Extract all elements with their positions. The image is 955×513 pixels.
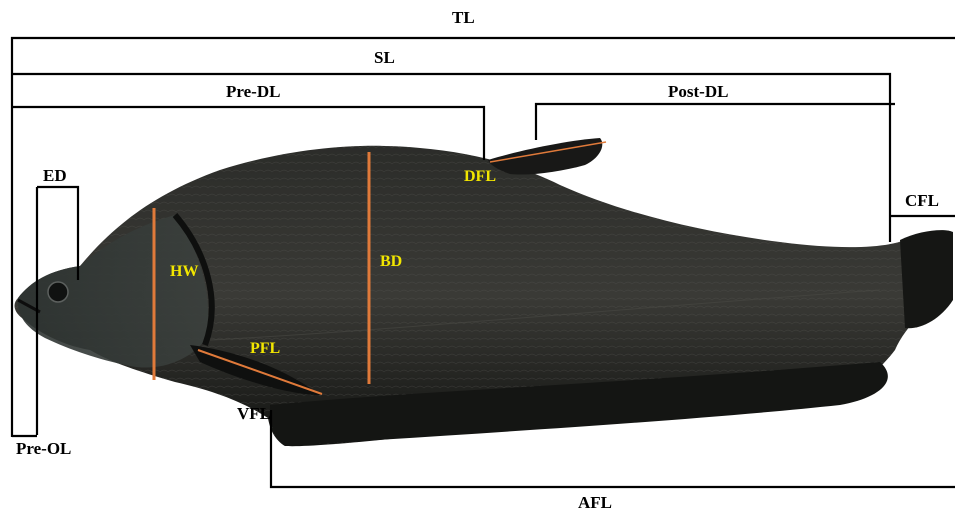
dfl-label: DFL xyxy=(464,168,496,185)
post-dl-label: Post-DL xyxy=(668,82,728,101)
sl-label: SL xyxy=(374,48,395,67)
hw-label: HW xyxy=(170,263,198,280)
ed-line xyxy=(37,187,78,280)
pfl-label: PFL xyxy=(250,340,280,357)
bd-label: BD xyxy=(380,253,402,270)
cfl-label: CFL xyxy=(905,191,939,210)
tl-label: TL xyxy=(452,8,475,27)
afl-label: AFL xyxy=(578,493,612,512)
pre-dl-label: Pre-DL xyxy=(226,82,280,101)
ed-label: ED xyxy=(43,166,67,185)
pre-ol-label: Pre-OL xyxy=(16,439,71,458)
post-dl-line xyxy=(536,104,895,140)
vfl-label: VFL xyxy=(237,404,271,423)
